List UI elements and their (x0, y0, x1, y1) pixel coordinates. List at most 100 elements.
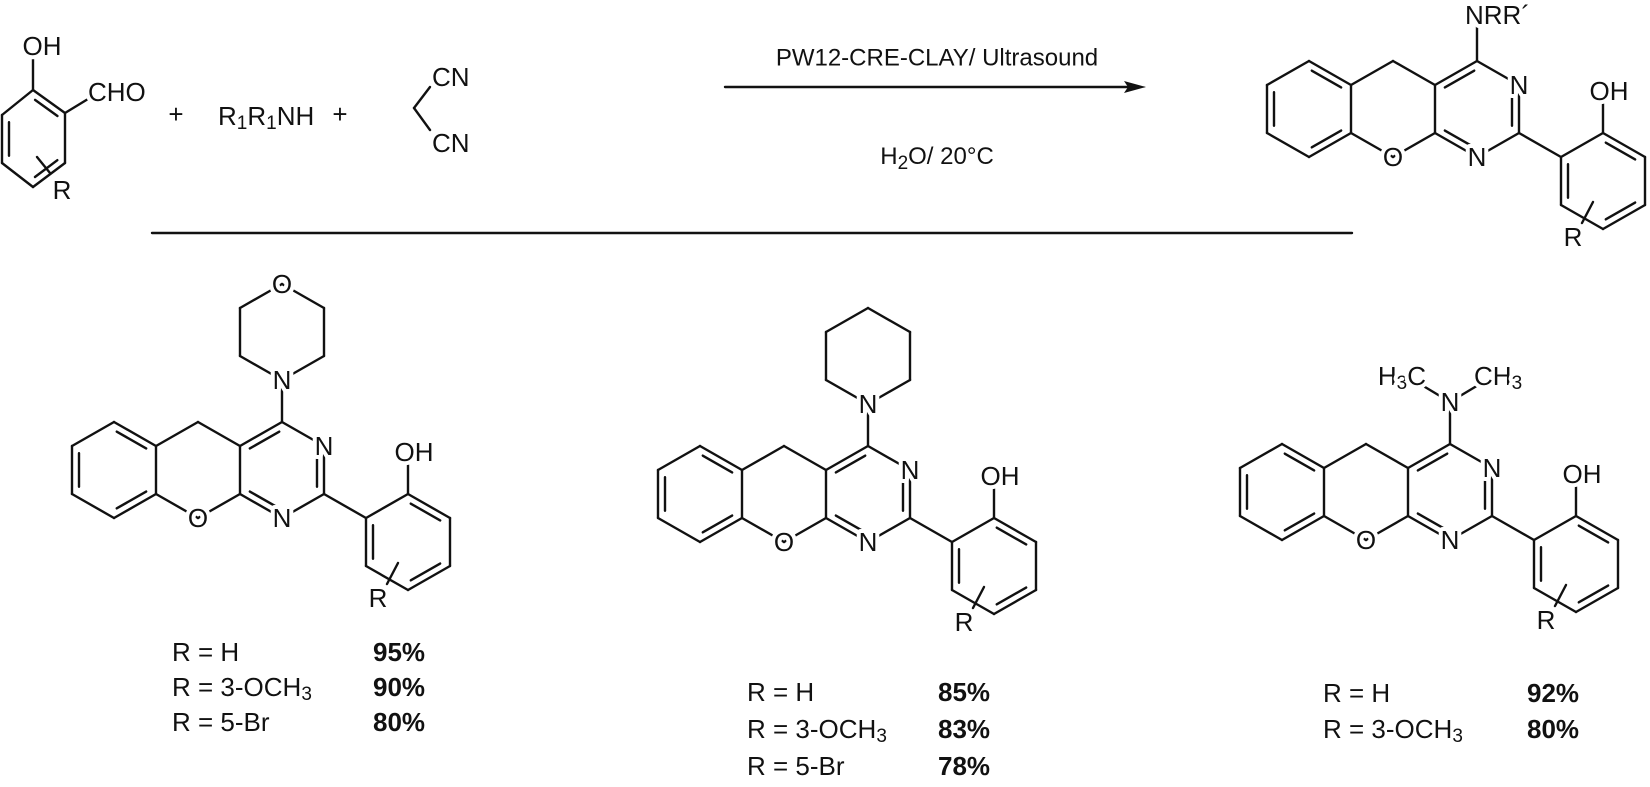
bond (238, 282, 284, 310)
bond (740, 444, 786, 472)
n3-label: N (1510, 70, 1529, 100)
bond (866, 516, 912, 544)
plus-sign-1: + (168, 99, 183, 129)
bond (154, 492, 200, 520)
substituent-label: R = 3-OCH3 (1323, 714, 1463, 747)
subscript: 1 (266, 113, 277, 134)
bond (1322, 514, 1368, 542)
bond (1307, 59, 1353, 87)
bond (1448, 382, 1482, 404)
text-part: R = H (172, 637, 239, 667)
bond (782, 516, 828, 544)
bond (1322, 442, 1368, 470)
bond (70, 420, 116, 448)
bond (1406, 514, 1452, 542)
subscript: 1 (237, 113, 248, 134)
text-part: R = H (747, 677, 814, 707)
bond (196, 420, 242, 448)
bond (1349, 59, 1395, 87)
hydroxyl-label: OH (1590, 76, 1629, 106)
pyran-oxygen-label: O (1383, 142, 1403, 172)
bond (1448, 442, 1494, 470)
bond (1604, 141, 1637, 161)
catalyst-label: PW12-CRE-CLAY/ Ultrasound (776, 45, 1098, 72)
bond (1307, 131, 1353, 159)
bond (1391, 131, 1437, 159)
bond (1553, 583, 1568, 608)
bond (908, 516, 954, 544)
n1-label: N (1441, 525, 1460, 555)
r-substituent-label: R (53, 175, 72, 205)
bond (1532, 586, 1578, 614)
bond (656, 516, 702, 544)
bond (1416, 452, 1449, 472)
reactant-salicylaldehyde: OH CHO R (0, 27, 150, 209)
bond (992, 516, 1038, 544)
bond (1280, 442, 1326, 470)
amine-nitrogen-label: N (1441, 387, 1460, 417)
bond (1577, 584, 1610, 604)
bond (248, 490, 281, 510)
text-part: R = 3-OCH (172, 672, 301, 702)
bond (1283, 512, 1316, 532)
amine-nitrogen-label: N (273, 365, 292, 395)
bond (824, 378, 870, 406)
text-part: R (218, 101, 237, 131)
substituent-label: R = 3-OCH3 (747, 714, 887, 747)
bond (248, 430, 281, 450)
bond (1448, 514, 1494, 542)
substituent-label: R = H (1323, 678, 1390, 708)
bond (406, 564, 452, 592)
bond (1391, 59, 1437, 87)
bond (1238, 514, 1284, 542)
n3-label: N (315, 431, 334, 461)
bond (385, 561, 400, 586)
bond (782, 444, 828, 472)
reaction-arrow (723, 81, 1146, 93)
bond (412, 106, 432, 132)
bond (656, 444, 702, 472)
morpholine-oxygen-label: O (272, 269, 292, 299)
bond (31, 161, 67, 189)
bond (1577, 524, 1610, 544)
substituent-label: R = H (747, 677, 814, 707)
bond (1601, 203, 1647, 231)
bond (115, 430, 148, 450)
yield-value: 95% (373, 637, 425, 667)
bond (31, 88, 67, 115)
bond (950, 516, 996, 544)
aldehyde-label: CHO (88, 77, 146, 107)
bond (701, 514, 734, 534)
bond (698, 444, 744, 472)
substituent-label: R = H (172, 637, 239, 667)
bond (115, 490, 148, 510)
bond (280, 492, 326, 520)
hydroxyl-label: OH (23, 31, 62, 61)
bond (1364, 514, 1410, 542)
bond (1475, 59, 1521, 87)
bond (409, 562, 442, 582)
bond (1517, 131, 1563, 159)
text-part: C (1407, 361, 1426, 391)
text-part: CH (1474, 361, 1512, 391)
r-substituent-label: R (1564, 222, 1583, 252)
yield-value: 92% (1527, 678, 1579, 708)
r-substituent-label: R (1537, 605, 1556, 635)
bond (1443, 69, 1476, 89)
bond (1283, 452, 1316, 472)
bond (322, 492, 368, 520)
bond (33, 98, 59, 118)
bond (995, 526, 1028, 546)
text-part: NRR´ (1465, 0, 1530, 30)
bond (1349, 131, 1395, 159)
n1-label: N (273, 503, 292, 533)
bond (0, 88, 35, 117)
bond (1418, 382, 1452, 404)
bond (834, 454, 867, 474)
r-substituent-label: R (369, 583, 388, 613)
n3-label: N (1483, 453, 1502, 483)
bond (740, 516, 786, 544)
bond (1574, 586, 1620, 614)
